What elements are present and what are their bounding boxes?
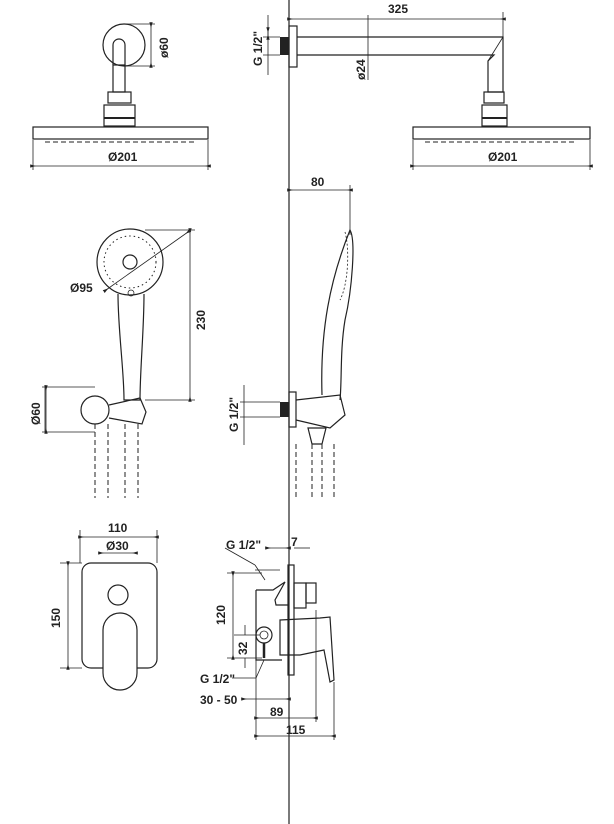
body-depth-label: 89	[270, 705, 284, 719]
install-depth-label: 30 - 50	[200, 693, 238, 707]
total-depth-label: 115	[286, 723, 306, 737]
arm-diameter-label: ø24	[354, 59, 368, 80]
hand-length-label: 230	[194, 310, 208, 330]
valve-top-thread-label: G 1/2"	[226, 538, 261, 552]
top-thread-label: G 1/2"	[251, 31, 265, 66]
mixer-side-view	[224, 546, 336, 740]
head-diameter-right-label: Ø201	[488, 150, 518, 164]
holder-thread-label: G 1/2"	[227, 397, 241, 432]
knob-diameter-label: Ø30	[106, 539, 129, 553]
plate-thickness-label: 7	[291, 535, 298, 549]
flange-diameter-label: ø60	[157, 37, 171, 58]
arm-length-label: 325	[388, 2, 408, 16]
outlet-offset-label: 32	[236, 641, 250, 655]
mixer-front-view	[60, 530, 159, 691]
holder-diameter-label: Ø60	[29, 402, 43, 425]
hand-head-diameter-label: Ø95	[70, 281, 93, 295]
hand-shower-front-view	[42, 228, 195, 498]
plate-width-label: 110	[108, 521, 128, 535]
overhead-shower-front-view	[30, 22, 211, 170]
valve-bottom-thread-label: G 1/2"	[200, 672, 235, 686]
head-diameter-left-label: Ø201	[108, 150, 138, 164]
overhead-shower-side-view	[263, 12, 593, 170]
hand-depth-label: 80	[311, 175, 325, 189]
hand-shower-side-view	[240, 185, 354, 498]
plate-height-label: 150	[49, 608, 63, 628]
valve-height-label: 120	[214, 605, 228, 625]
